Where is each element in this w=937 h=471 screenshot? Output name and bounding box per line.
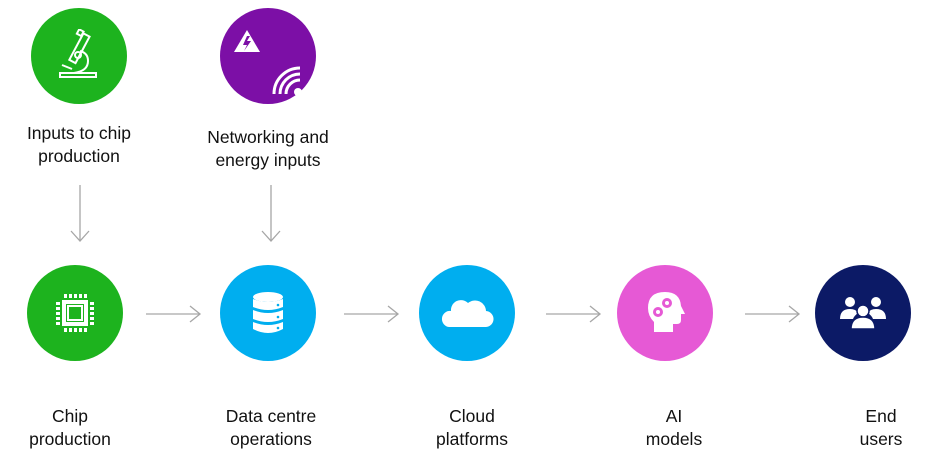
chip-inputs-label: Inputs to chip production — [0, 122, 179, 168]
label-line: Cloud — [449, 406, 495, 426]
energy-wifi-icon — [234, 30, 302, 96]
label-line: AI — [665, 406, 683, 426]
chip-icon — [56, 294, 94, 332]
ai-models-label: AI models — [574, 405, 774, 451]
cloud-label: Cloud platforms — [372, 405, 572, 451]
chip-inputs-node — [31, 8, 127, 104]
label-line: Chip — [52, 406, 88, 426]
label-line: operations — [230, 429, 312, 449]
network-energy-node — [220, 8, 316, 104]
down-arrow — [261, 185, 281, 242]
label-line: End — [865, 406, 897, 426]
database-icon — [253, 292, 283, 333]
data-centre-node — [220, 265, 316, 361]
cloud-icon — [441, 300, 494, 328]
end-users-label: End users — [781, 405, 937, 451]
ai-models-node — [617, 265, 713, 361]
chip-production-node — [27, 265, 123, 361]
network-energy-label: Networking and energy inputs — [168, 126, 368, 172]
brain-gears-icon — [648, 292, 685, 332]
users-group-icon — [840, 297, 886, 330]
right-arrow — [546, 305, 602, 323]
end-users-node — [815, 265, 911, 361]
label-line: platforms — [436, 429, 508, 449]
right-arrow — [745, 305, 801, 323]
label-line: Inputs to chip — [26, 123, 132, 143]
label-line: models — [645, 429, 703, 449]
right-arrow — [344, 305, 400, 323]
microscope-icon — [59, 29, 97, 78]
label-line: Networking and — [207, 127, 329, 147]
label-line: production — [38, 146, 120, 166]
right-arrow — [146, 305, 202, 323]
label-line: production — [29, 429, 111, 449]
cloud-node — [419, 265, 515, 361]
label-line: Data centre — [225, 406, 317, 426]
down-arrow — [70, 185, 90, 242]
label-line: users — [859, 429, 903, 449]
chip-production-label: Chip production — [0, 405, 170, 451]
data-centre-label: Data centre operations — [171, 405, 371, 451]
label-line: energy inputs — [215, 150, 321, 170]
